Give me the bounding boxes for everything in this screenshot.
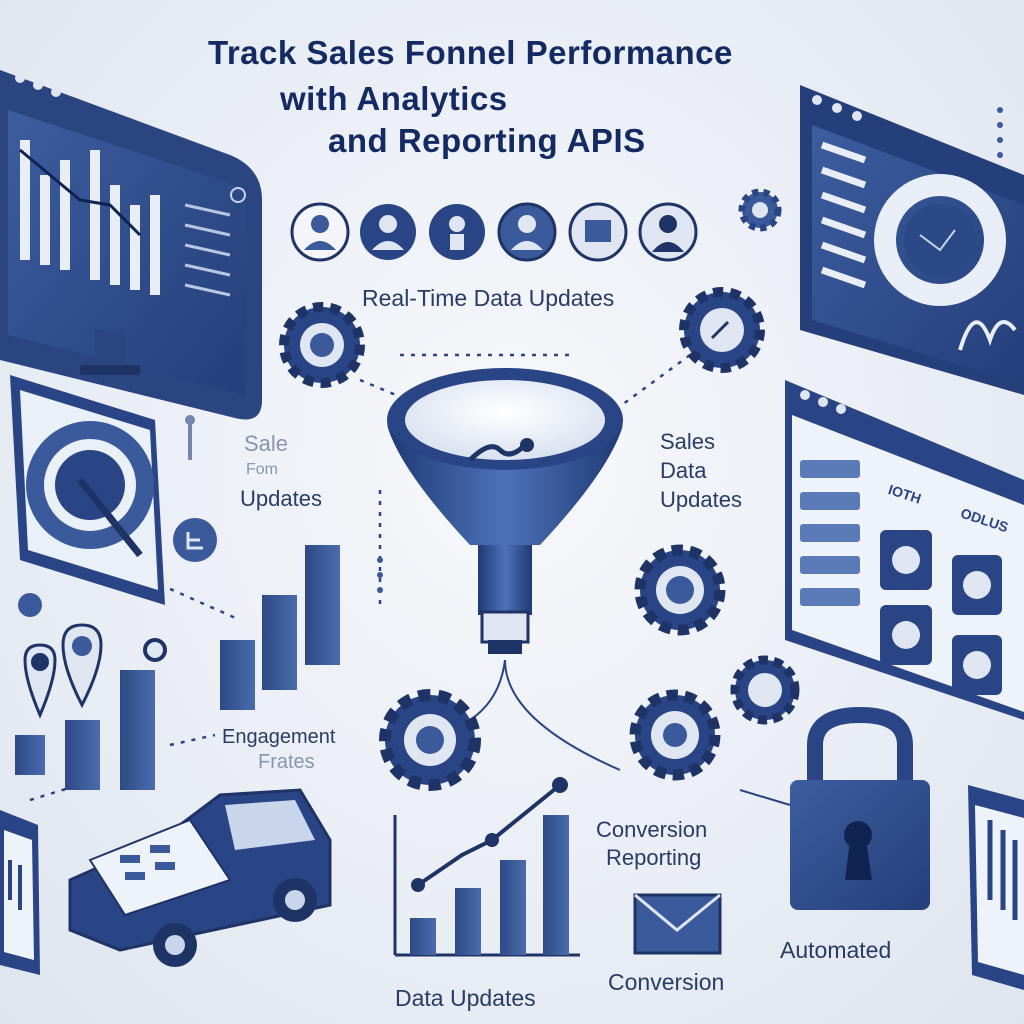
connector-solid-lines — [469, 659, 791, 806]
connector-line — [614, 353, 691, 412]
dashboard-panel-icon — [785, 380, 1024, 720]
realtime-label: Real-Time Data Updates — [362, 285, 615, 311]
connector-line — [469, 659, 506, 721]
map-pin-icon — [18, 593, 167, 662]
monitor-icon — [968, 785, 1024, 990]
gear-icon — [629, 689, 721, 781]
sales-data-label: Updates — [660, 487, 742, 512]
conversion-reporting-label: Reporting — [606, 845, 702, 870]
sales-label: Fom — [246, 461, 278, 478]
page-title: and Reporting APIS — [328, 122, 646, 159]
envelope-icon — [633, 893, 722, 955]
padlock-icon — [790, 706, 930, 910]
bar-chart-icon — [393, 777, 580, 957]
monitor-icon — [0, 70, 262, 420]
connector-line — [169, 733, 216, 747]
data-updates-label: Data Updates — [395, 985, 536, 1011]
person-icon — [638, 202, 698, 262]
sales-data-label: Sales — [660, 429, 716, 454]
conversion-reporting-label: Conversion — [596, 817, 708, 842]
sales-label: Sale — [244, 431, 289, 456]
monitor-icon — [800, 85, 1024, 395]
gear-icon — [730, 655, 800, 725]
person-icon — [497, 202, 557, 262]
person-icon — [568, 202, 628, 262]
gauge-icon — [10, 375, 165, 605]
status-icon — [173, 518, 217, 562]
connector-line — [739, 789, 791, 806]
gear-icon — [379, 689, 481, 791]
decorative-dots — [377, 107, 1003, 593]
engagement-label: Frates — [258, 751, 315, 773]
automated-label: Automated — [780, 937, 892, 963]
map-pin-icon — [23, 643, 57, 719]
person-icon — [360, 204, 416, 260]
pin-icon — [185, 415, 195, 460]
gear-icon — [279, 302, 365, 388]
page-title: with Analytics — [280, 80, 508, 117]
page-title: Track Sales Fonnel Performance — [208, 34, 733, 71]
gear-icon — [679, 287, 765, 373]
gear-icon — [634, 544, 726, 636]
funnel-icon — [387, 368, 623, 654]
person-icon — [429, 204, 485, 260]
conversion-label: Conversion — [608, 969, 725, 995]
connector-line — [504, 659, 621, 771]
truck-icon — [68, 788, 332, 967]
gear-icon — [738, 188, 782, 232]
person-icons-row — [290, 202, 698, 262]
monitor-icon — [0, 810, 40, 975]
person-icon — [290, 202, 350, 262]
sales-data-label: Data — [660, 458, 707, 483]
bar-chart-icon — [15, 545, 340, 790]
engagement-label: Engagement — [222, 726, 336, 748]
map-pin-icon — [61, 623, 103, 709]
sales-label: Updates — [240, 486, 322, 511]
